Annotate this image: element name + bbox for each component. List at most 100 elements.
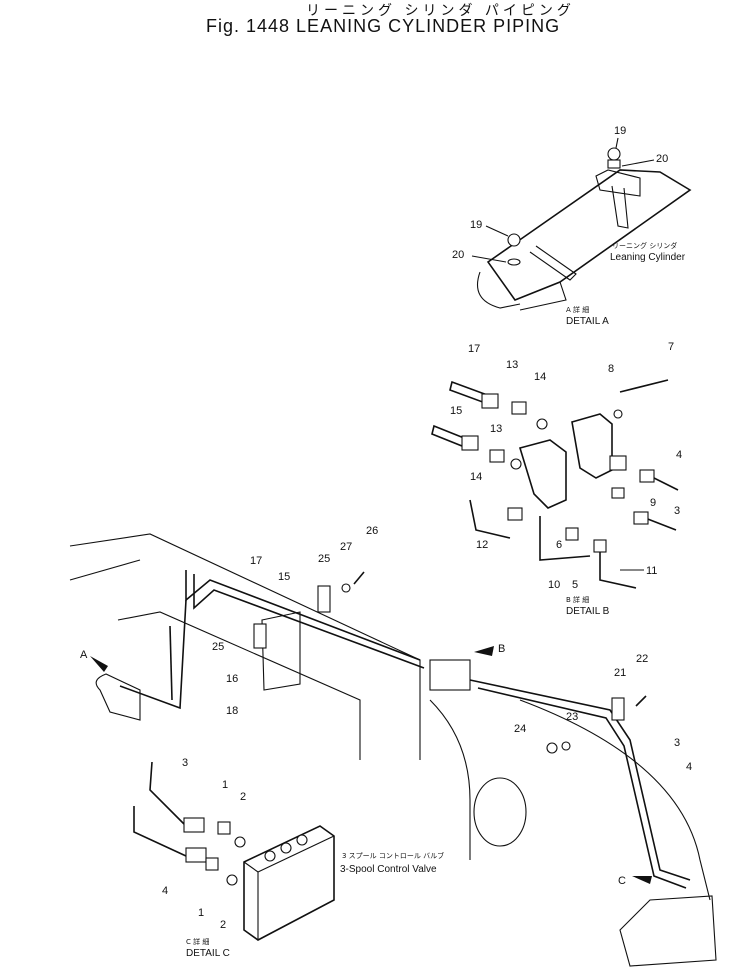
figure-title: Fig. 1448 LEANING CYLINDER PIPING <box>206 16 561 36</box>
bracket-block <box>261 611 301 691</box>
part-label-3-main: 3 <box>674 737 680 749</box>
nut-3-detail-c <box>183 817 205 833</box>
pipe-18-main <box>119 599 187 710</box>
part-label-14b: 14 <box>470 471 482 483</box>
arrow-b-icon <box>474 646 494 656</box>
cylinder-mount-left <box>95 673 141 721</box>
part-label-3c: 3 <box>182 757 188 769</box>
view-marker-c: C <box>618 875 626 887</box>
control-valve-mount <box>619 895 717 967</box>
part-label-1b: 1 <box>198 907 204 919</box>
detail-c-drawing <box>133 761 335 941</box>
detail-a-label: DETAIL A <box>566 316 609 327</box>
boom-outline-right <box>519 699 711 901</box>
valve-block-left <box>518 439 567 509</box>
part-label-19a: 19 <box>614 125 626 137</box>
fitting-5 <box>593 539 607 553</box>
part-label-13b: 13 <box>490 423 502 435</box>
cylinder-rod-block <box>595 169 641 197</box>
part-label-12: 12 <box>476 539 488 551</box>
fitting-4 <box>609 455 627 471</box>
frame-top-edge <box>69 533 421 760</box>
part-label-17: 17 <box>468 343 480 355</box>
arrow-c-icon <box>632 876 652 884</box>
pipe-16-main <box>169 625 173 701</box>
washer-8 <box>613 409 623 419</box>
pipe-11 <box>599 552 637 589</box>
cylinder-end-cap <box>476 271 521 309</box>
part-label-15: 15 <box>450 405 462 417</box>
leader-19a <box>615 137 619 149</box>
nut-4 <box>639 469 655 483</box>
detail-c-jp: C 詳 細 <box>186 937 209 946</box>
part-label-8: 8 <box>608 363 614 375</box>
washer-23 <box>561 741 571 751</box>
frame-left-edge <box>69 559 141 581</box>
fitting-6 <box>565 527 579 541</box>
nut-17 <box>481 393 499 409</box>
part-label-5: 5 <box>572 579 578 591</box>
valve-caption-jp: 3 スプール コントロール バルブ <box>342 851 444 860</box>
valve-port-2 <box>280 842 292 854</box>
bolt-22 <box>635 695 647 707</box>
detail-b-label: DETAIL B <box>566 606 610 617</box>
part-label-27: 27 <box>340 541 352 553</box>
title-block: リーニング シリンダ パイピング Fig. 1448 LEANING CYLIN… <box>0 0 729 40</box>
boom-outline-left <box>429 699 471 860</box>
part-label-10: 10 <box>548 579 560 591</box>
cylinder-caption-jp: リーニング シリンダ <box>612 241 677 250</box>
valve-caption: 3-Spool Control Valve <box>340 864 437 875</box>
leader-20a <box>621 159 655 167</box>
arrow-a-icon <box>90 656 108 672</box>
pipe-17-main <box>185 570 421 661</box>
union-1a <box>217 821 231 835</box>
clamp-25b <box>253 623 267 649</box>
cylinder-port-upper <box>611 185 629 229</box>
cylinder-port-lower <box>529 245 577 281</box>
view-marker-b: B <box>498 643 505 655</box>
boom-pin <box>473 777 527 847</box>
part-label-4a: 4 <box>676 449 682 461</box>
title-japanese: リーニング シリンダ パイピング <box>306 3 575 19</box>
part-label-23: 23 <box>566 711 578 723</box>
part-label-14a: 14 <box>534 371 546 383</box>
oring-14a <box>536 418 548 430</box>
pipe-4-main <box>477 687 687 889</box>
view-marker-labels: A B C <box>80 643 626 887</box>
part-label-18: 18 <box>226 705 238 717</box>
part-label-22: 22 <box>636 653 648 665</box>
nut-15 <box>461 435 479 451</box>
part-label-15-main: 15 <box>278 571 290 583</box>
part-label-13a: 13 <box>506 359 518 371</box>
view-marker-a: A <box>80 649 88 661</box>
part-label-4c: 4 <box>162 885 168 897</box>
part-label-25b: 25 <box>212 641 224 653</box>
part-label-20b: 20 <box>452 249 464 261</box>
cylinder-caption: Leaning Cylinder <box>610 252 686 263</box>
washer-lower <box>507 258 521 266</box>
bolt-7 <box>619 379 669 393</box>
nut-3 <box>633 511 649 525</box>
oring-2b <box>226 874 238 886</box>
part-label-2b: 2 <box>220 919 226 931</box>
cylinder-lower-edge <box>519 281 567 311</box>
detail-b-jp: B 詳 細 <box>566 595 589 604</box>
part-label-4-main: 4 <box>686 761 692 773</box>
oring-2a <box>234 836 246 848</box>
part-label-24: 24 <box>514 723 526 735</box>
pipe-15 <box>431 424 465 448</box>
valve-block-right <box>571 413 613 479</box>
part-label-6: 6 <box>556 539 562 551</box>
part-label-7: 7 <box>668 341 674 353</box>
part-number-labels: 19 20 19 20 17 13 14 8 7 15 13 14 4 9 3 … <box>162 125 692 931</box>
view-arrows <box>90 646 652 884</box>
part-label-20a: 20 <box>656 153 668 165</box>
part-label-25a: 25 <box>318 553 330 565</box>
caption-labels: リーニング シリンダ Leaning Cylinder 3 スプール コントロー… <box>186 241 686 959</box>
part-label-2a: 2 <box>240 791 246 803</box>
detail-c-label: DETAIL C <box>186 948 230 959</box>
part-label-26: 26 <box>366 525 378 537</box>
elbow-fitting-lower <box>507 233 521 247</box>
washer-27 <box>341 583 351 593</box>
